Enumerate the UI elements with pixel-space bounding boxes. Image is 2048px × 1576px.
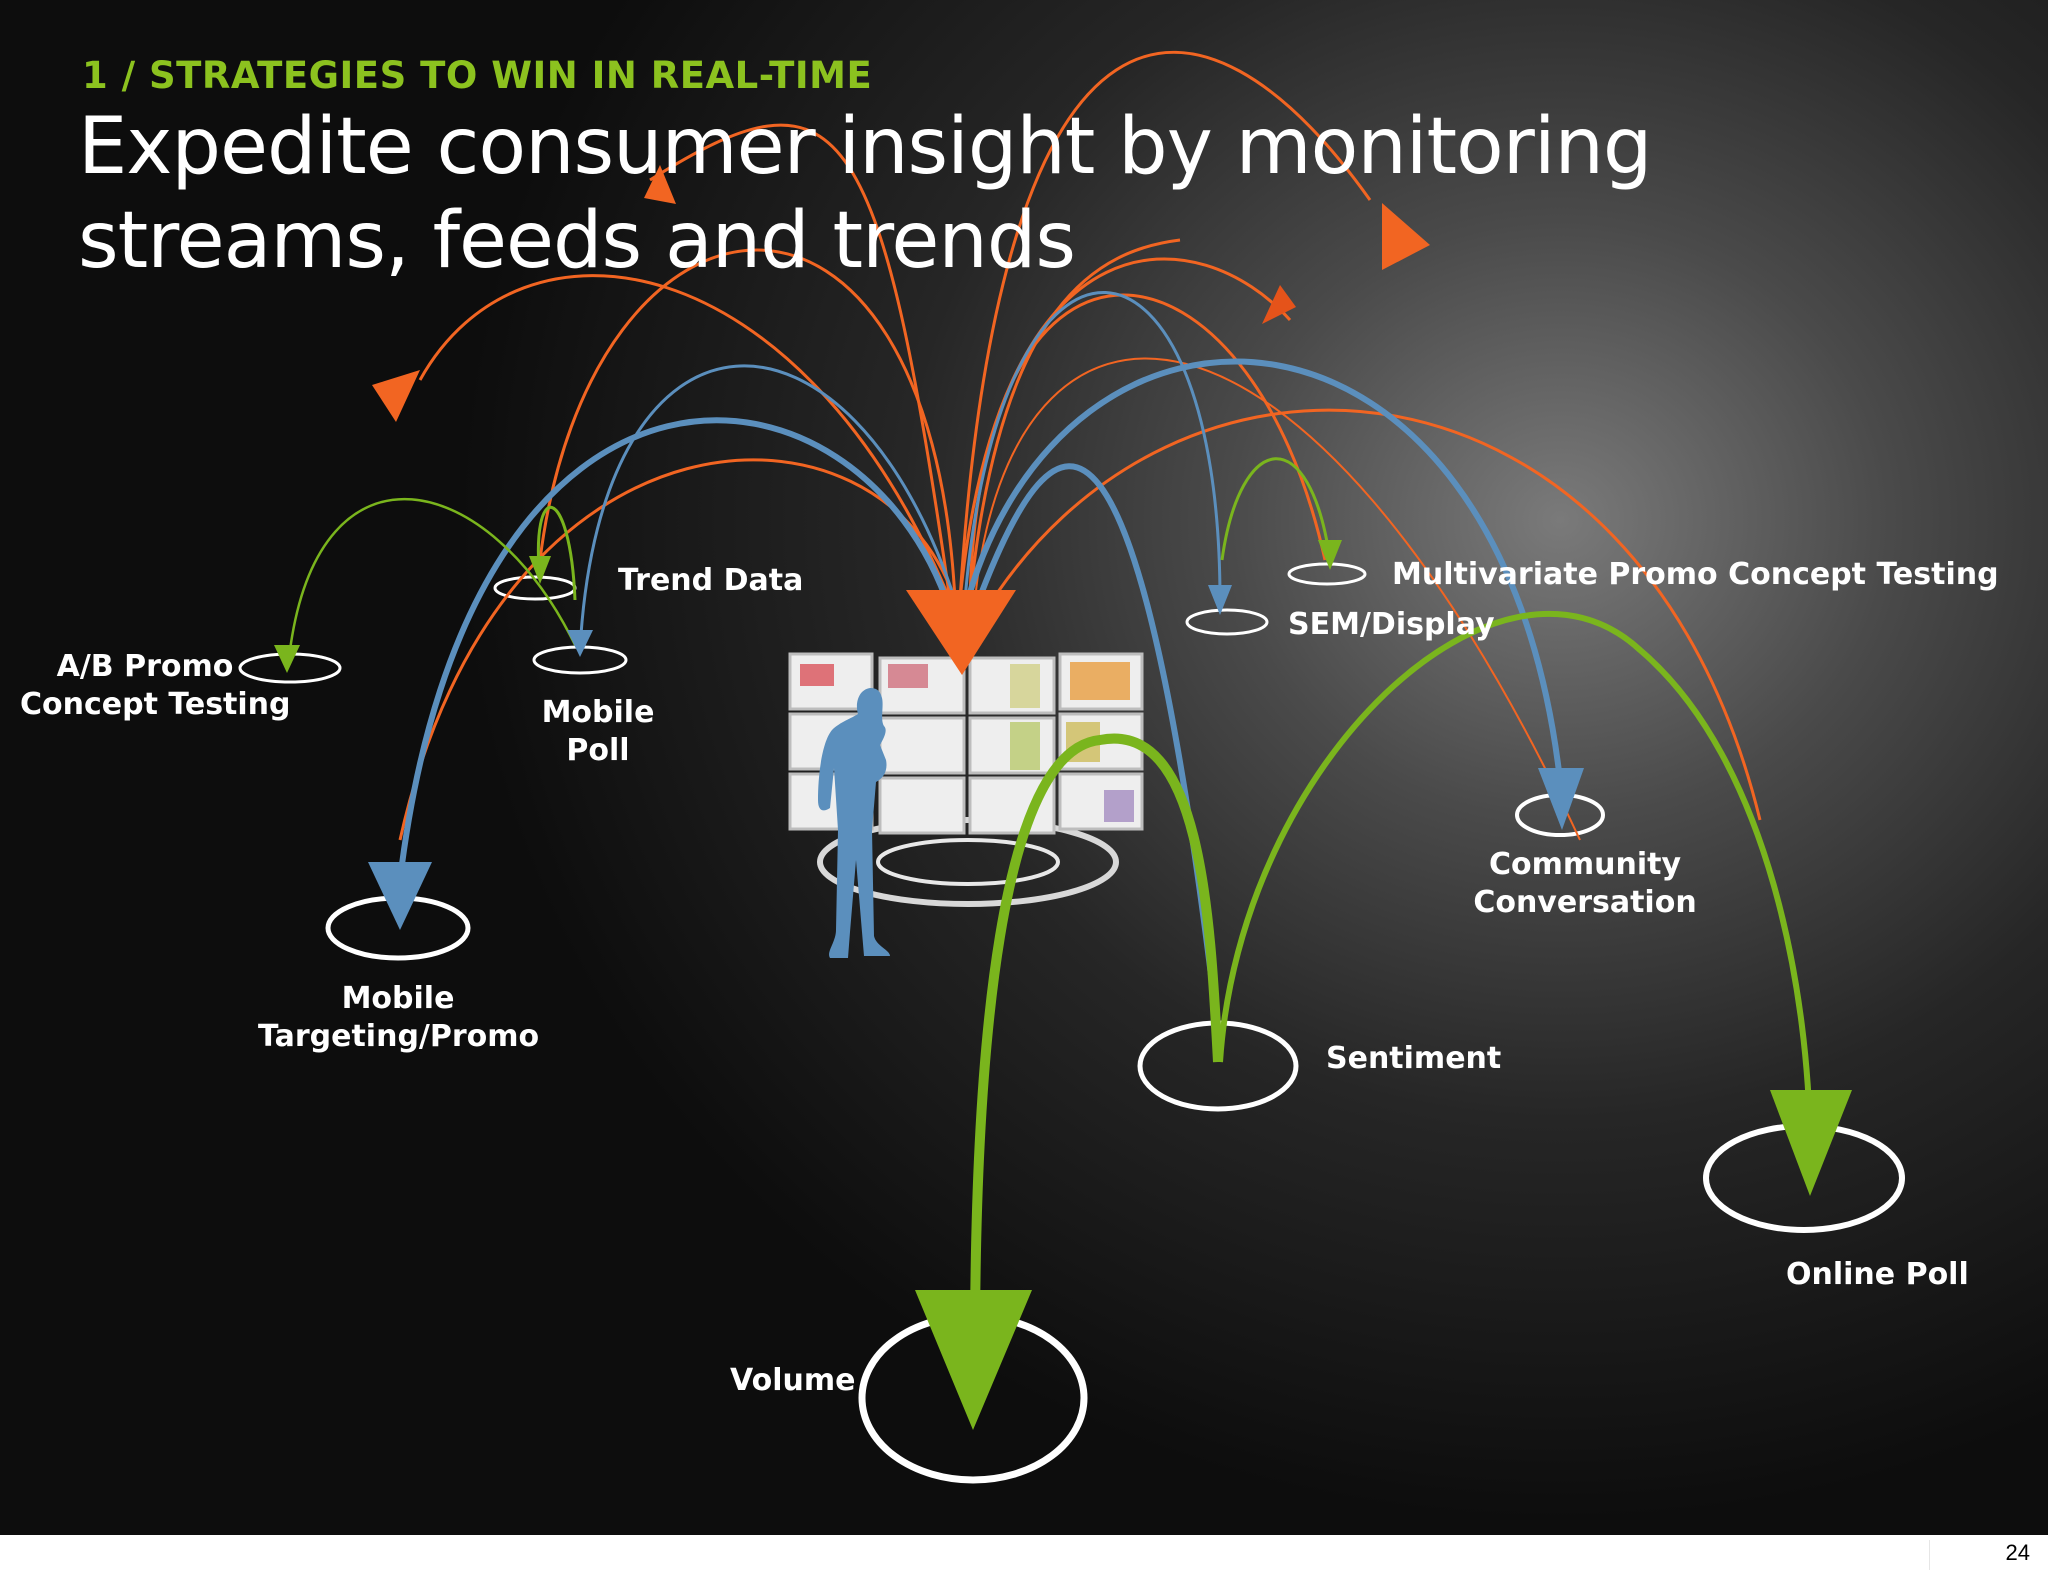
flow-diagram	[274, 50, 1852, 1430]
label-multivariate: Multivariate Promo Concept Testing	[1392, 557, 1999, 592]
label-ab-promo-line1: A/B Promo	[56, 649, 234, 684]
blue-thick-arcs	[397, 358, 1563, 1051]
orange-arcs	[398, 50, 1762, 841]
label-mobile-poll: Mobile Poll	[518, 694, 678, 770]
label-community: Community Conversation	[1470, 846, 1700, 922]
label-community-line2: Conversation	[1473, 885, 1697, 920]
label-ab-promo: A/B Promo Concept Testing	[20, 648, 291, 724]
label-mobile-targeting: Mobile Targeting/Promo	[258, 980, 540, 1056]
multivariate-ring	[1287, 562, 1367, 586]
center-arrowhead	[906, 590, 1016, 675]
label-trend-data: Trend Data	[618, 563, 804, 598]
slide: 1 / STRATEGIES TO WIN IN REAL-TIME Exped…	[0, 0, 2048, 1535]
label-sentiment: Sentiment	[1326, 1041, 1502, 1076]
floor-ring-inner	[876, 838, 1060, 886]
person-silhouette-icon	[818, 688, 890, 958]
label-mobile-targeting-line2: Targeting/Promo	[258, 1019, 540, 1054]
label-mobile-targeting-line1: Mobile	[341, 981, 455, 1016]
arrowheads	[274, 165, 1852, 1430]
central-figure	[788, 652, 1144, 958]
slide-title: Expedite consumer insight by monitoring …	[78, 102, 1652, 286]
blue-thin-arcs	[578, 291, 1222, 651]
label-volume: Volume	[730, 1363, 856, 1398]
label-community-line1: Community	[1488, 847, 1682, 882]
page-number: 24	[1929, 1540, 2034, 1570]
label-mobile-poll-line2: Poll	[566, 733, 630, 768]
section-subtitle: 1 / STRATEGIES TO WIN IN REAL-TIME	[82, 54, 873, 97]
label-sem-display: SEM/Display	[1288, 607, 1495, 642]
sem-display-ring	[1185, 608, 1269, 636]
label-ab-promo-line2: Concept Testing	[20, 687, 291, 722]
label-online-poll: Online Poll	[1786, 1257, 1969, 1292]
green-arcs	[288, 457, 1813, 1351]
label-mobile-poll-line1: Mobile	[541, 695, 655, 730]
floor-ring-outer	[817, 817, 1119, 907]
